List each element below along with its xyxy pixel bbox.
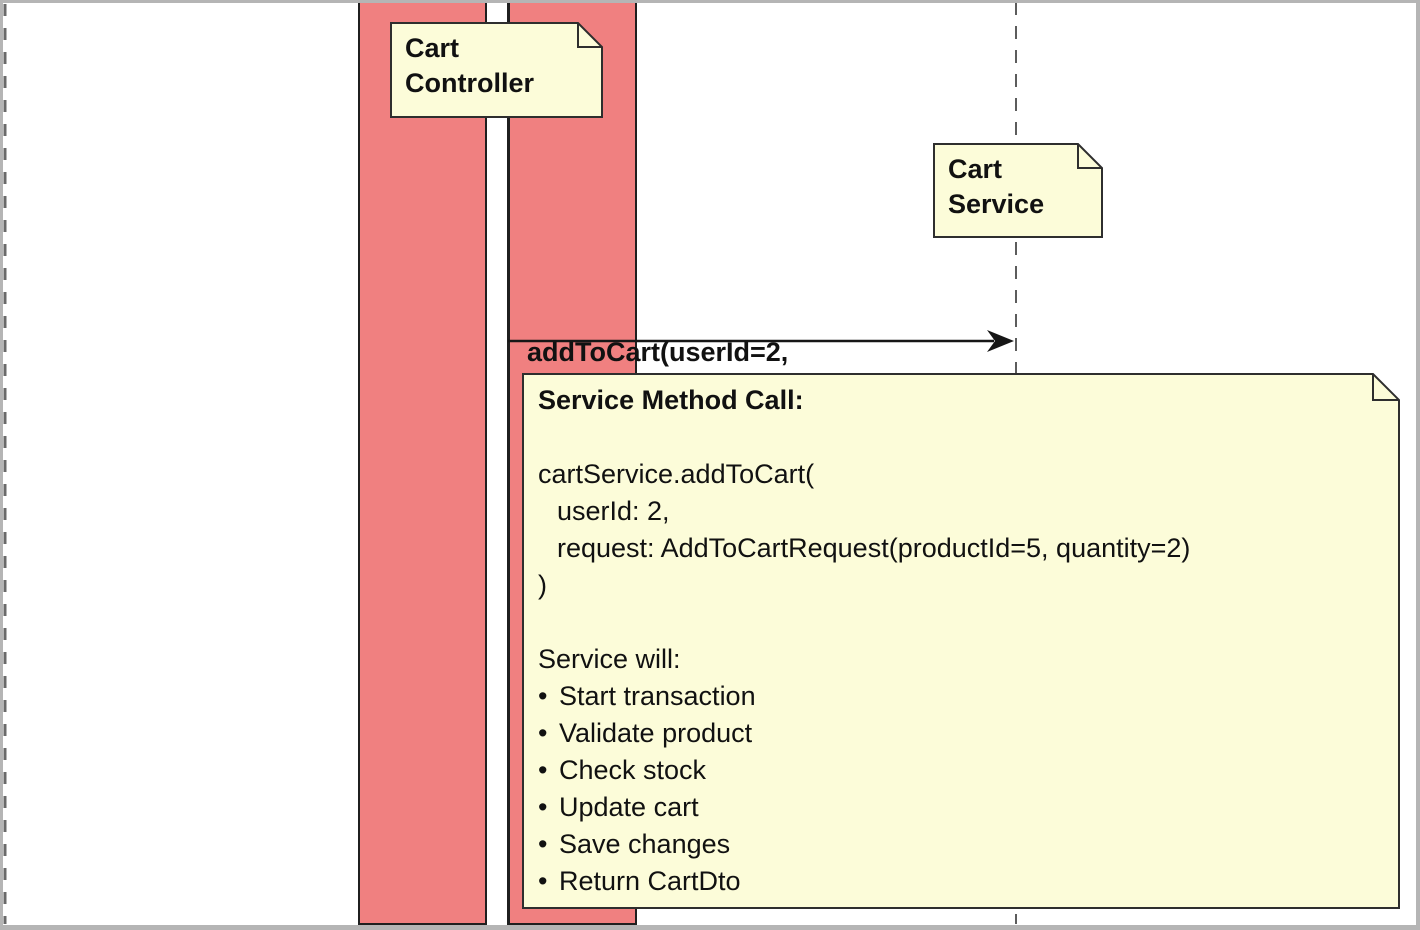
participant-name-line1: Cart bbox=[405, 33, 460, 63]
step-item: • Check stock bbox=[538, 752, 1388, 789]
step-item: • Update cart bbox=[538, 789, 1388, 826]
participant-name-line2: Controller bbox=[405, 68, 535, 98]
participant-name-line2: Service bbox=[948, 189, 1045, 219]
step-item: • Return CartDto bbox=[538, 863, 1388, 900]
cart-controller-note: Cart Controller bbox=[390, 22, 603, 118]
note-fold-icon bbox=[1372, 374, 1399, 401]
bullet-icon: • bbox=[538, 681, 548, 711]
message-label-line1: addToCart(userId=2, bbox=[527, 337, 789, 367]
note-fold-icon bbox=[1077, 144, 1102, 169]
step-text: Start transaction bbox=[559, 681, 756, 711]
code-line: userId: 2, bbox=[557, 496, 670, 526]
note-title: Service Method Call: bbox=[538, 385, 804, 415]
step-text: Return CartDto bbox=[559, 866, 741, 896]
note-shape bbox=[933, 143, 1103, 238]
note-fold-icon bbox=[577, 23, 602, 48]
step-text: Update cart bbox=[559, 792, 699, 822]
bullet-icon: • bbox=[538, 792, 548, 822]
step-item: • Save changes bbox=[538, 826, 1388, 863]
activation-bar-outer bbox=[358, 3, 487, 925]
bullet-icon: • bbox=[538, 755, 548, 785]
service-method-call-note: Service Method Call: cartService.addToCa… bbox=[522, 373, 1400, 909]
code-line: request: AddToCartRequest(productId=5, q… bbox=[557, 533, 1191, 563]
step-text: Validate product bbox=[559, 718, 753, 748]
code-line: cartService.addToCart( bbox=[538, 459, 815, 489]
step-text: Save changes bbox=[559, 829, 731, 859]
step-item: • Validate product bbox=[538, 715, 1388, 752]
participant-name-line1: Cart bbox=[948, 154, 1003, 184]
note-subtitle: Service will: bbox=[538, 644, 681, 674]
cart-service-note: Cart Service bbox=[933, 143, 1103, 238]
bullet-icon: • bbox=[538, 829, 548, 859]
bullet-icon: • bbox=[538, 866, 548, 896]
spacer bbox=[538, 604, 1388, 641]
step-item: • Start transaction bbox=[538, 678, 1388, 715]
bullet-icon: • bbox=[538, 718, 548, 748]
step-text: Check stock bbox=[559, 755, 707, 785]
note-shape bbox=[522, 373, 1400, 909]
spacer bbox=[538, 419, 1388, 456]
note-shape bbox=[390, 22, 603, 118]
message-arrowhead-icon bbox=[987, 330, 1014, 352]
code-line: ) bbox=[538, 570, 547, 600]
